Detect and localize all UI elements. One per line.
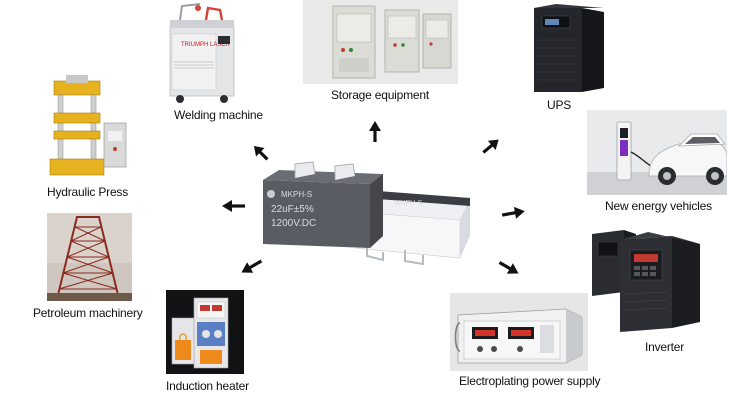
induction-heater-image [166, 290, 244, 374]
capacitor-rear-print: MKPH-S [395, 200, 423, 207]
arrow-to-storage [369, 121, 381, 142]
capacitor-model-text: MKPH-S [281, 190, 312, 199]
label-induction-heater: Induction heater [166, 379, 249, 393]
arrow-to-welding [253, 145, 269, 161]
label-electroplating-power-supply: Electroplating power supply [459, 374, 601, 388]
arrow-to-ups [482, 139, 499, 154]
label-storage-equipment: Storage equipment [331, 88, 430, 102]
capacitor-voltage-text: 1200V.DC [271, 218, 316, 229]
arrow-to-petroleum-machinery [241, 259, 263, 273]
label-petroleum-machinery: Petroleum machinery [33, 306, 143, 320]
arrow-to-new-energy-vehicles [501, 206, 525, 219]
label-new-energy-vehicles: New energy vehicles [605, 199, 712, 213]
arrow-to-inverter [498, 261, 519, 274]
hydraulic-press-image [49, 75, 127, 176]
welding-machine-image: TRIUMPH LASER [169, 3, 235, 103]
label-welding-machine: Welding machine [174, 108, 263, 122]
arrow-to-hydraulic-press [222, 200, 245, 212]
new-energy-vehicle-image [587, 110, 727, 195]
welding-machine-brand-text: TRIUMPH LASER [181, 42, 230, 48]
inverter-image [592, 230, 700, 332]
electroplating-power-supply-image [450, 293, 588, 371]
label-inverter: Inverter [645, 340, 685, 354]
film-capacitor-image: MKPH-S MKPH-S 22uF±5% 1200V.DC [263, 161, 470, 266]
capacitor-capacitance-text: 22uF±5% [271, 204, 314, 215]
label-ups: UPS [547, 98, 572, 112]
ups-image [534, 4, 604, 92]
petroleum-machinery-image [47, 213, 132, 301]
capacitor-front: MKPH-S 22uF±5% 1200V.DC [263, 161, 383, 248]
label-hydraulic-press: Hydraulic Press [47, 185, 129, 199]
storage-equipment-image [303, 0, 458, 84]
